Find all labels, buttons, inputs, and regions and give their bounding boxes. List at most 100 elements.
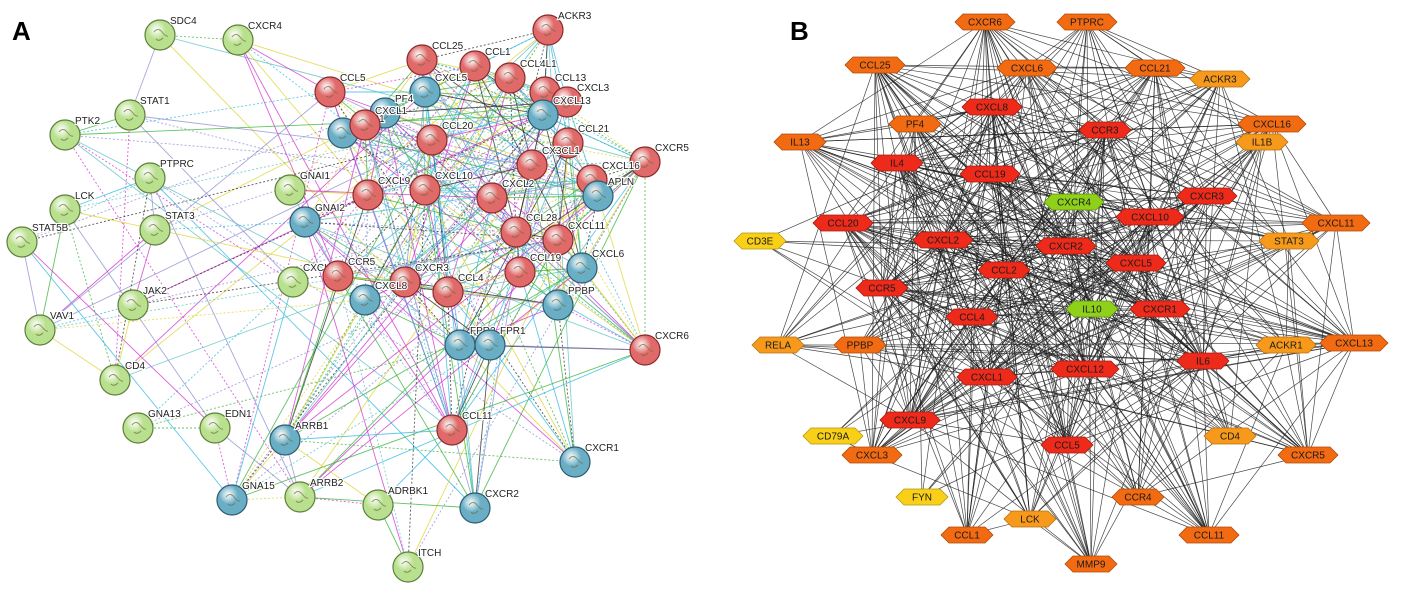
panel-a-edge bbox=[557, 304, 646, 351]
panel-b-node-cd3e: CD3E bbox=[733, 232, 787, 250]
panel-a-node-label: CXCR3 bbox=[415, 263, 449, 274]
panel-a-node-structure bbox=[638, 156, 654, 168]
panel-a-node-label: GNA15 bbox=[242, 481, 275, 492]
panel-a-edge bbox=[491, 195, 599, 199]
panel-a-node-structure bbox=[541, 24, 557, 36]
panel-b-edge bbox=[1202, 360, 1210, 536]
panel-b-edge bbox=[842, 173, 991, 224]
panel-b-node-label: CD4 bbox=[1220, 432, 1240, 443]
panel-b-node-cd4: CD4 bbox=[1203, 427, 1257, 445]
panel-b-edge bbox=[1135, 262, 1355, 344]
panel-a-node-gnai2: GNAI2 bbox=[289, 202, 347, 238]
panel-a-node-label: CXCL3 bbox=[577, 83, 610, 94]
panel-b-node-mmp9: MMP9 bbox=[1064, 555, 1118, 573]
panel-a-node-structure bbox=[536, 109, 552, 121]
panel-b-edge bbox=[909, 123, 916, 421]
panel-b-edge bbox=[984, 21, 1273, 125]
panel-a-node-ackr3: ACKR3 bbox=[532, 10, 593, 46]
panel-a-node-ball bbox=[542, 289, 574, 321]
panel-b-edge bbox=[859, 344, 1204, 362]
panel-b-node-label: CCL19 bbox=[974, 170, 1006, 181]
panel-a-edge bbox=[231, 281, 294, 501]
panel-a-node-structure bbox=[560, 96, 576, 108]
panel-a-edge bbox=[337, 275, 409, 568]
panel-b-edge bbox=[896, 162, 1005, 271]
panel-b-edge bbox=[842, 222, 1231, 437]
panel-a-node-structure bbox=[231, 34, 247, 46]
panel-a-node-structure bbox=[371, 499, 387, 511]
panel-a-edge bbox=[404, 281, 453, 431]
panel-a-node-ball bbox=[6, 226, 38, 258]
panel-b-edge bbox=[759, 240, 1137, 264]
panel-a-edge bbox=[329, 91, 576, 463]
panel-a-edge bbox=[364, 194, 369, 301]
panel-a-edge bbox=[342, 132, 569, 144]
panel-b-node-shape bbox=[954, 13, 1016, 31]
panel-a-node-structure bbox=[591, 190, 607, 202]
panel-a-node-structure bbox=[378, 107, 394, 119]
panel-a-edge bbox=[447, 161, 646, 293]
panel-b-edge bbox=[1091, 308, 1287, 346]
panel-a-node-ball bbox=[629, 334, 661, 366]
panel-a-node-structure bbox=[283, 184, 299, 196]
panel-a-node-label: PTPRC bbox=[160, 159, 194, 170]
panel-a-node-label: CXCL11 bbox=[568, 221, 605, 232]
panel-a-node-ball bbox=[476, 182, 508, 214]
panel-a-node-label: CCL21 bbox=[578, 124, 610, 135]
panel-a-edge bbox=[304, 221, 406, 283]
panel-b-edge bbox=[1084, 216, 1151, 370]
panel-b-edge bbox=[842, 222, 1031, 520]
panel-b-edge bbox=[896, 106, 993, 164]
panel-a-edge bbox=[64, 209, 449, 293]
panel-a-edge bbox=[114, 114, 131, 381]
panel-a-node-label: CXCR1 bbox=[585, 443, 619, 454]
panel-a-node-label: ARRB2 bbox=[310, 478, 344, 489]
panel-a-edge bbox=[364, 124, 493, 199]
panel-a-edge bbox=[342, 132, 426, 191]
panel-a-node-ccl20: CCL20 bbox=[416, 120, 475, 156]
panel-a-node-label: GNA13 bbox=[148, 409, 181, 420]
panel-b-node-shape bbox=[879, 411, 941, 429]
panel-a-node-ball bbox=[459, 492, 491, 524]
panel-b-edge bbox=[1084, 368, 1139, 498]
panel-b-node-shape bbox=[870, 154, 924, 172]
panel-b-node-fyn: FYN bbox=[895, 488, 949, 506]
panel-b-edge bbox=[942, 216, 1151, 241]
panel-a-node-structure bbox=[15, 236, 31, 248]
panel-b-edge bbox=[966, 316, 973, 536]
panel-a-node-label: CCL1 bbox=[485, 47, 511, 58]
panel-b-node-shape bbox=[1040, 436, 1094, 454]
panel-a-node-ccr5: CCR5 bbox=[322, 256, 377, 292]
panel-a-node-label: FPR1 bbox=[500, 326, 526, 337]
panel-b-edge bbox=[942, 78, 1221, 241]
panel-a-node-structure bbox=[153, 29, 169, 41]
panel-a-edge bbox=[284, 275, 339, 441]
panel-b-node-il6: IL6 bbox=[1176, 352, 1230, 370]
panel-b-node-ptprc: PTPRC bbox=[1056, 13, 1118, 31]
panel-a-node-label: CXCL16 bbox=[602, 161, 640, 172]
panel-a-edge bbox=[451, 239, 559, 431]
panel-b-node-il1b: IL1B bbox=[1235, 133, 1289, 151]
panel-a-node-ball bbox=[114, 99, 146, 131]
panel-b-node-ccl1: CCL1 bbox=[940, 526, 994, 544]
panel-a-edge bbox=[474, 231, 517, 509]
panel-b-node-label: CXCL6 bbox=[1011, 64, 1044, 75]
panel-b-edge bbox=[1086, 21, 1263, 143]
panel-a-edge bbox=[404, 281, 491, 346]
panel-a-edge bbox=[377, 429, 453, 506]
panel-b-node-label: CXCL5 bbox=[1120, 259, 1153, 270]
panel-b-node-cxcl6: CXCL6 bbox=[996, 59, 1058, 77]
panel-b-edge bbox=[842, 222, 1139, 498]
panel-b-node-label: CCR5 bbox=[868, 284, 896, 295]
panel-b-edge bbox=[799, 67, 1028, 143]
panel-b-edge bbox=[1202, 360, 1309, 456]
panel-b-node-label: CCR4 bbox=[1124, 493, 1152, 504]
panel-b-edge bbox=[1202, 78, 1221, 362]
panel-a-edge bbox=[557, 142, 569, 241]
panel-b-edge bbox=[909, 316, 973, 421]
panel-a-node-gnai1: GNAI1 bbox=[274, 170, 332, 206]
panel-b-edge bbox=[991, 106, 1208, 197]
panel-b-node-label: FYN bbox=[912, 493, 932, 504]
panel-a-edge bbox=[364, 124, 517, 233]
panel-a-edge bbox=[284, 299, 366, 441]
